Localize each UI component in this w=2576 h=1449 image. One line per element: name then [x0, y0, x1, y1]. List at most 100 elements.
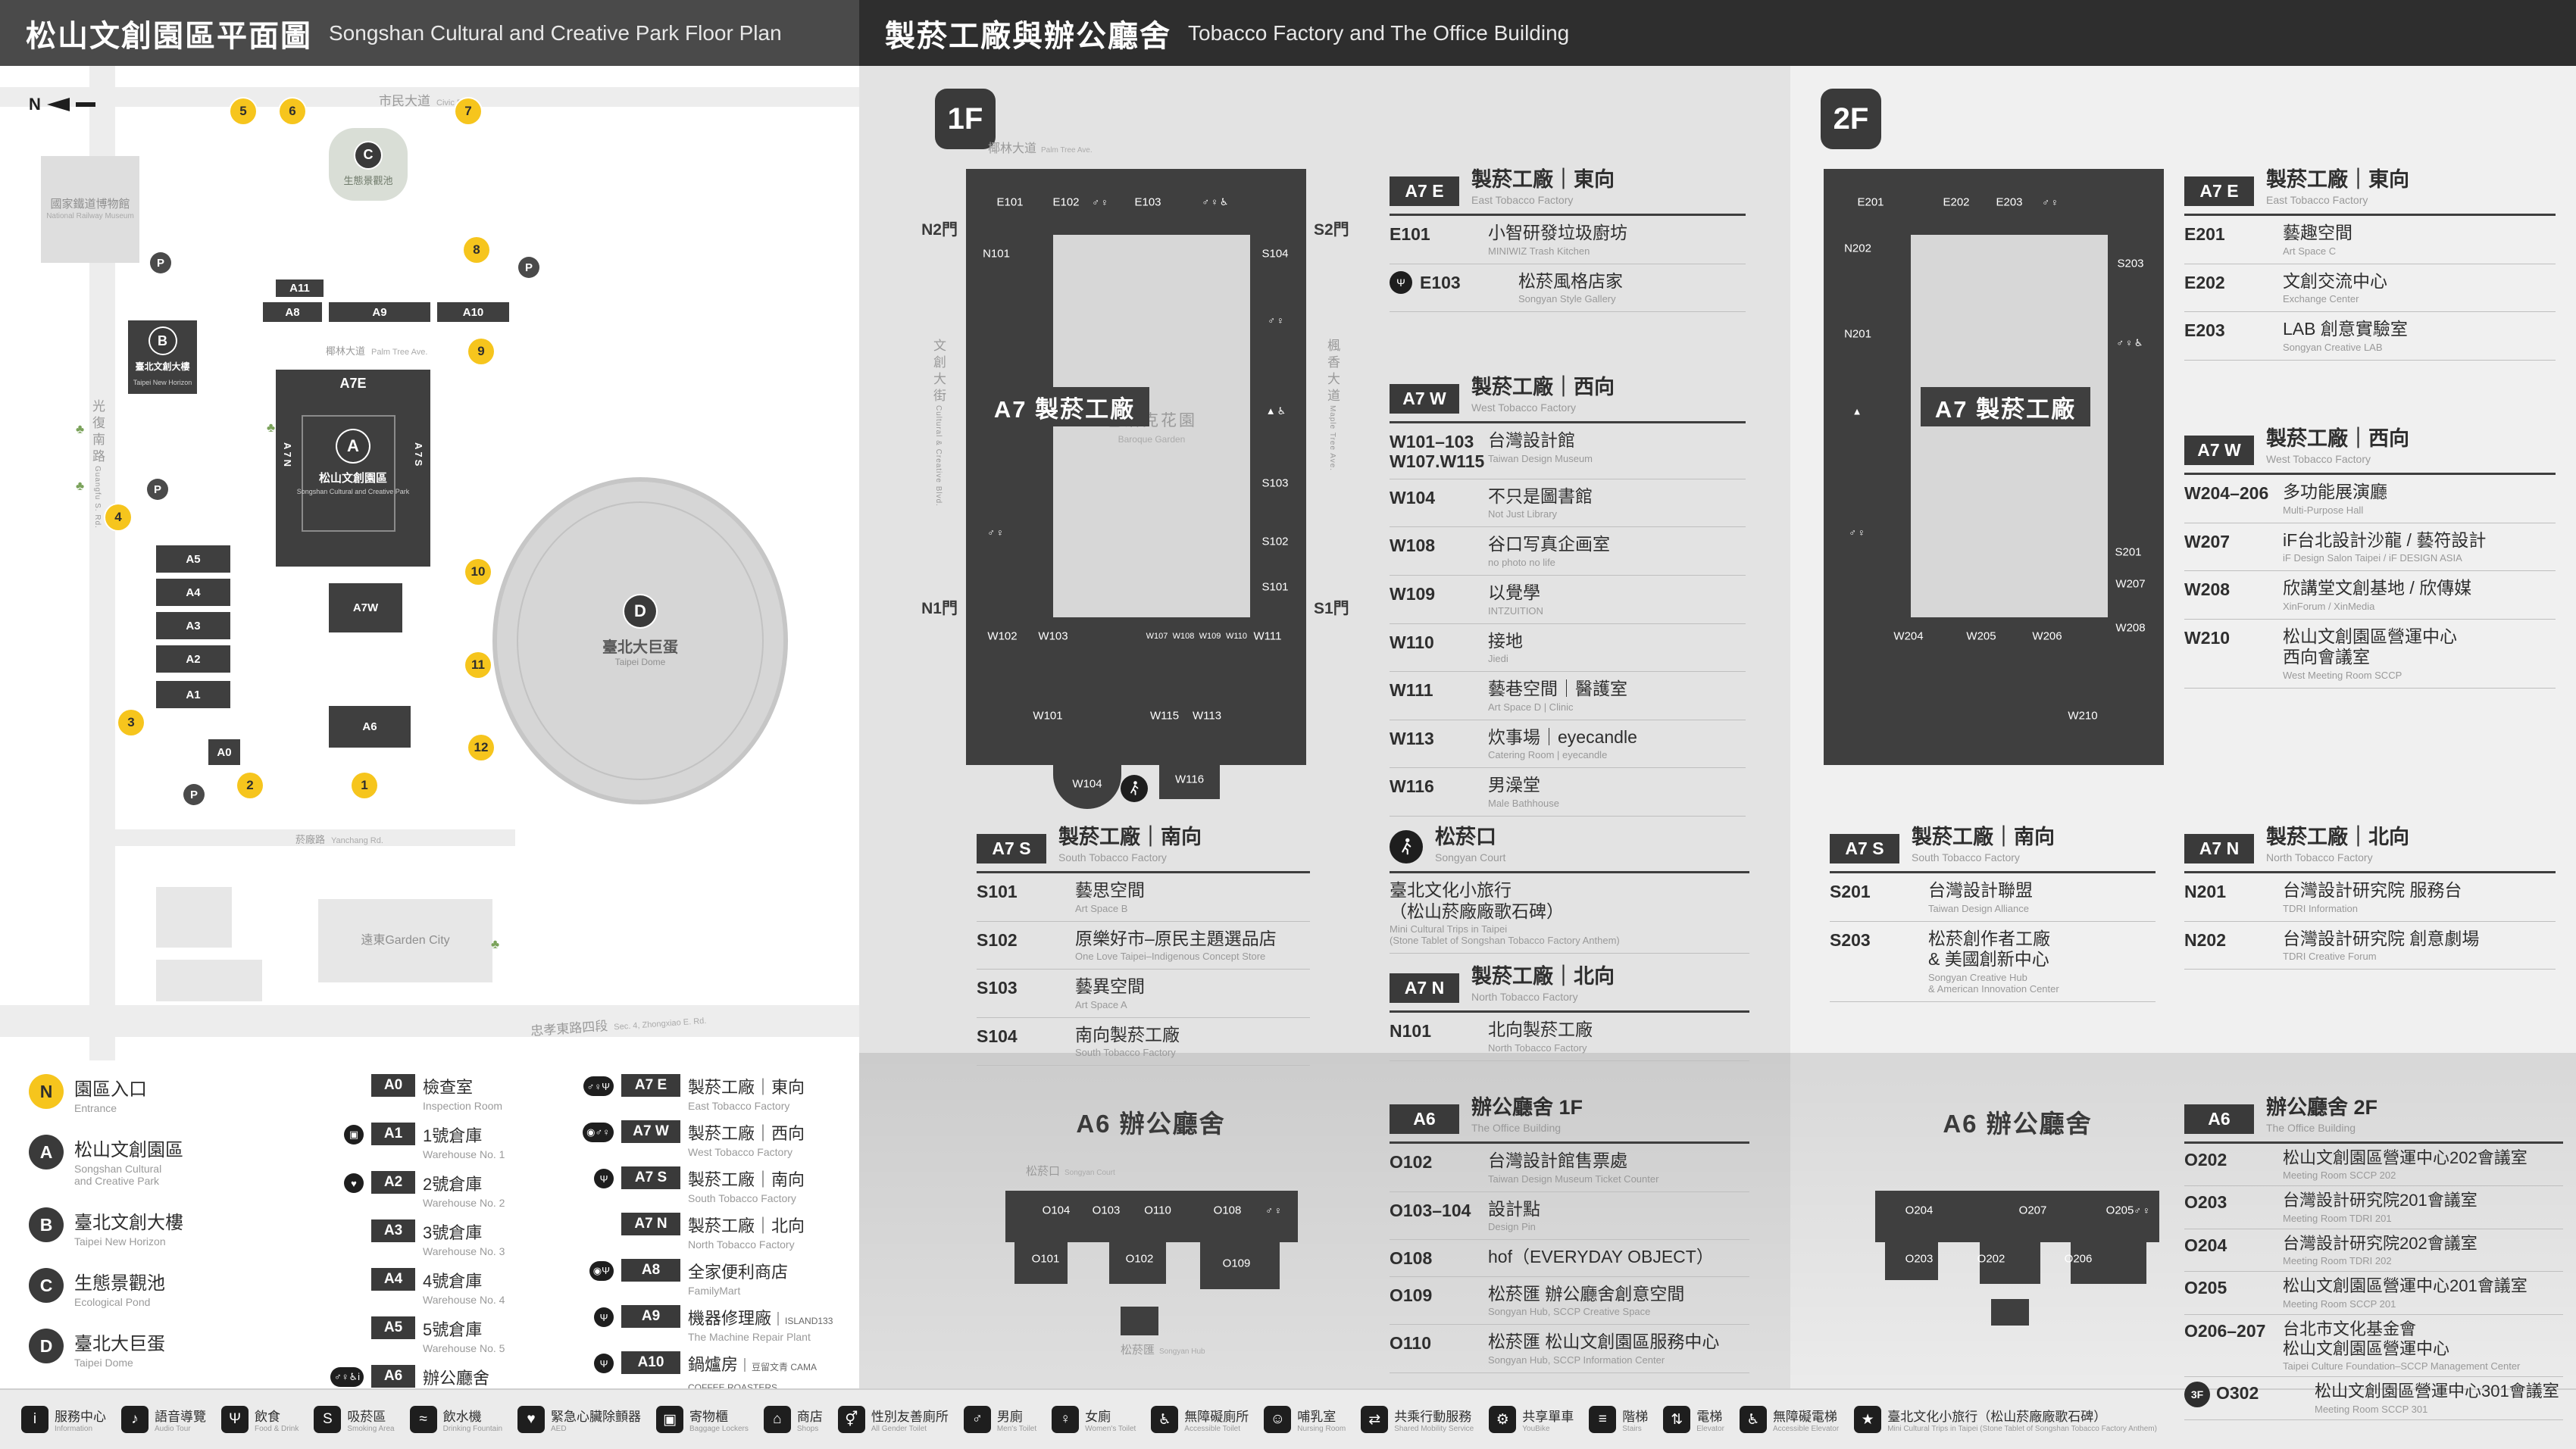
room-row: O108 hof（EVERYDAY OBJECT） [1390, 1240, 1749, 1277]
section-a7w-2f: A7 W 製菸工廠｜西向 West Tobacco Factory W204–2… [2184, 422, 2556, 689]
room-label: O101 [1031, 1252, 1060, 1266]
room-label: O203 [1905, 1252, 1934, 1266]
room-name-zh: 谷口写真企画室 [1488, 534, 1610, 554]
room-row: S201 台灣設計聯盟 Taiwan Design Alliance [1830, 873, 2156, 922]
room-name-zh: 男澡堂 [1488, 775, 1540, 795]
building-bar: A9 [329, 302, 430, 322]
section-title-en: East Tobacco Factory [2266, 194, 2368, 206]
shops-icon: ⌂ [763, 1406, 791, 1433]
section-title-en: West Tobacco Factory [1471, 401, 1576, 414]
taipei-new-horizon-block: B 臺北文創大樓 Taipei New Horizon [128, 320, 197, 394]
facility-label-zh: 寄物櫃 [689, 1410, 728, 1424]
parking-icon: P [147, 479, 168, 500]
section-title-en: The Office Building [2266, 1122, 2356, 1134]
entrance-marker: 11 [465, 652, 491, 678]
street-guangfu: 光復南路Guangfu S. Rd. [90, 399, 105, 529]
room-name-zh: 松山文創園區營運中心202會議室 [2283, 1148, 2528, 1167]
room-row: O203 台灣設計研究院201會議室 Meeting Room TDRI 201 [2184, 1186, 2563, 1229]
legend-label-en: Taipei Dome [74, 1357, 133, 1369]
room-label: S104 [1261, 247, 1289, 261]
legend-area-row: C 生態景觀池 Ecological Pond [29, 1268, 286, 1308]
room-name-en: Art Space A [1075, 998, 1127, 1010]
room-name-zh: 松山文創園區營運中心301會議室 [2315, 1382, 2559, 1401]
room-name-en: XinForum / XinMedia [2283, 600, 2375, 612]
office-plan-title: A6 辦公廳舍 [1943, 1110, 2093, 1138]
facility-label-en: Accessible Toilet [1184, 1425, 1241, 1433]
room-label: S201 [2115, 545, 2142, 559]
marker-b: B [149, 328, 176, 354]
entrance-marker: 6 [280, 98, 305, 124]
facility-label-zh: 臺北文化小旅行（松山菸廠廠歌石碑） [1887, 1410, 2107, 1424]
room-name-en: Songyan Hub, SCCP Creative Space [1488, 1306, 1651, 1318]
facility-item: ≈ 飲水機 Drinking Fountain [409, 1406, 502, 1433]
room-code: E203 [2184, 320, 2225, 341]
section-title-en: Songyan Court [1435, 851, 1506, 863]
section-a6-2f: A6 辦公廳舍 2F The Office Building O202 松山文創… [2184, 1091, 2563, 1420]
room-name-en: Meeting Room SCCP 202 [2283, 1170, 2396, 1182]
section-title-zh: 辦公廳舍 2F [2266, 1096, 2378, 1119]
road-zhongxiao [0, 1005, 859, 1037]
room-row: O102 台灣設計館售票處 Taiwan Design Museum Ticke… [1390, 1144, 1749, 1192]
legend-buildings-a: A0 檢查室 Inspection Room ▣ A1 1號倉庫 Warehou… [309, 1074, 544, 1403]
room-name-zh: 以覺學 [1488, 582, 1540, 603]
facility-label-en: Drinking Fountain [442, 1425, 502, 1433]
legend-building-row: A7 N 製菸工廠｜北向 North Tobacco Factory [550, 1213, 853, 1251]
room-name-zh: 藝巷空間｜醫護室 [1488, 679, 1627, 699]
garden-city-label: 遠東Garden City [361, 934, 450, 947]
facility-label-en: Food & Drink [255, 1425, 299, 1433]
facility-legend: i 服務中心 Information ♪ 語音導覽 Audio Tour Ψ 飲… [0, 1388, 2576, 1449]
nursing-room-icon: ☺ [1264, 1406, 1292, 1433]
room-code: O102 [1390, 1152, 1433, 1172]
room-code: O108 [1390, 1248, 1433, 1269]
building-badge: A9 [621, 1305, 680, 1328]
facility-label-zh: 男廁 [996, 1410, 1023, 1424]
amenity-icons: ♂♀♿i [330, 1367, 364, 1387]
legend-building-row: ♂♀Ψ A7 E 製菸工廠｜東向 East Tobacco Factory [550, 1074, 853, 1112]
section-title-zh: 松菸口 [1435, 826, 1496, 848]
facility-item: ♿ 無障礙電梯 Accessible Elevator [1739, 1406, 1839, 1433]
section-badge: A7 S [1830, 834, 1899, 863]
facility-item: S 吸菸區 Smoking Area [314, 1406, 395, 1433]
building-badge: A7 N [621, 1213, 680, 1235]
room-row: W210 松山文創園區營運中心 西向會議室 West Meeting Room … [2184, 620, 2556, 689]
building-bar: A8 [263, 302, 322, 322]
park-title-en: Songshan Cultural and Creative Park Floo… [329, 20, 782, 45]
facility-label-en: Women's Toilet [1085, 1425, 1136, 1433]
room-name-en: Multi-Purpose Hall [2283, 504, 2364, 516]
legend-label-zh: 臺北大巨蛋 [74, 1334, 165, 1354]
facility-label-en: Elevator [1696, 1425, 1724, 1433]
room-label: S203 [2117, 257, 2144, 270]
building-bar: A5 [156, 545, 230, 573]
railway-museum-label: 國家鐵道博物館 National Railway Museum [46, 197, 134, 220]
building-badge: A7 E [621, 1074, 680, 1097]
facility-item: ⇅ 電梯 Elevator [1663, 1406, 1724, 1433]
room-row: W116 男澡堂 Male Bathhouse [1390, 768, 1746, 817]
building-name-en: East Tobacco Factory [688, 1100, 790, 1112]
map-legend: N 園區入口 Entrance A 松山文創園區 Songshan Cultur… [0, 1060, 859, 1449]
room-name-zh: LAB 創意實驗室 [2283, 319, 2408, 339]
building-name-zh: 辦公廳舍 [423, 1369, 490, 1388]
drinking-fountain-icon: ≈ [409, 1406, 437, 1433]
facility-label-zh: 共享單車 [1522, 1410, 1574, 1424]
sccp-label-zh: 松山文創園區 [318, 472, 387, 485]
marker-a: A [337, 430, 369, 462]
room-name-en: Exchange Center [2283, 293, 2359, 305]
room-row: E203 LAB 創意實驗室 Songyan Creative LAB [2184, 312, 2556, 361]
legend-area-row: N 園區入口 Entrance [29, 1074, 286, 1114]
room-name-en: South Tobacco Factory [1075, 1047, 1176, 1059]
section-a7e-2f: A7 E 製菸工廠｜東向 East Tobacco Factory E201 藝… [2184, 163, 2556, 361]
room-code: O205 [2184, 1278, 2227, 1298]
room-label: W111 [1253, 629, 1282, 643]
tree-icon: ♣ [76, 422, 85, 436]
room-code: O202 [2184, 1150, 2227, 1170]
room-name-zh: 文創交流中心 [2283, 270, 2387, 291]
building-name-zh: 全家便利商店 [688, 1263, 789, 1282]
legend-area-row: A 松山文創園區 Songshan Cultural and Creative … [29, 1135, 286, 1187]
room-name-en: iF Design Salon Taipei / iF DESIGN ASIA [2283, 552, 2462, 564]
room-code: W109 [1390, 584, 1436, 604]
compass-north: N [29, 95, 95, 114]
section-badge: A7 E [1390, 176, 1459, 206]
room-code: N201 [2184, 882, 2226, 901]
south-wing [1250, 235, 1306, 617]
